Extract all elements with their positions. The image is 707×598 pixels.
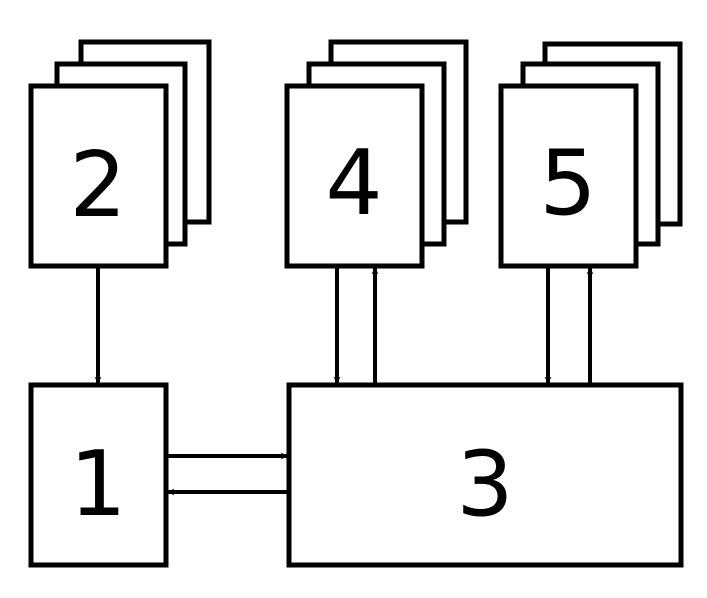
block-5-label: 5 <box>539 131 596 236</box>
block-2: 2 <box>31 42 209 266</box>
block-1-label: 1 <box>69 432 126 537</box>
block-1: 1 <box>31 385 166 565</box>
block-5: 5 <box>501 44 680 266</box>
block-3: 3 <box>289 385 681 565</box>
block-4-label: 4 <box>325 131 382 236</box>
block-3-label: 3 <box>456 432 513 537</box>
block-2-label: 2 <box>69 133 126 238</box>
block-4: 4 <box>287 42 466 266</box>
